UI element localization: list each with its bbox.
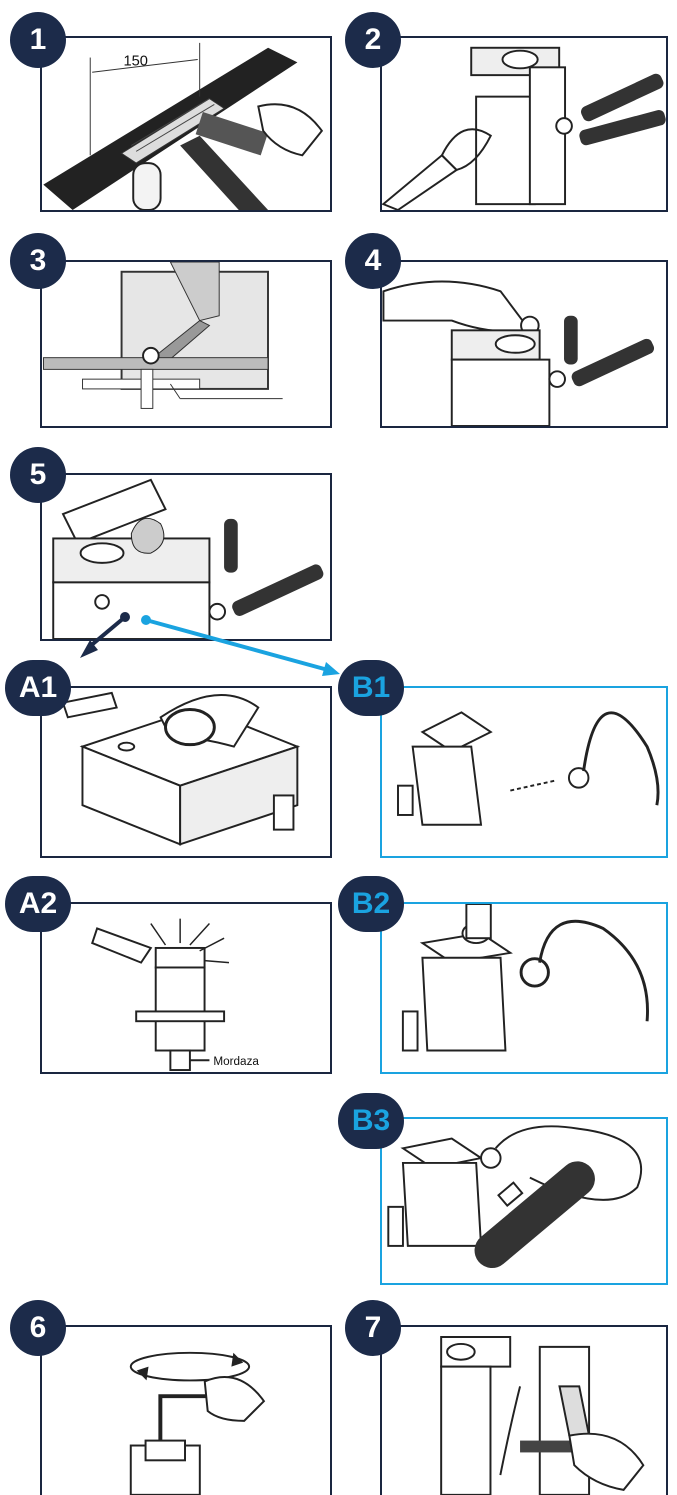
step-1-panel: 150 [40,36,332,212]
mold-brushing-illustration [440,1336,645,1495]
step-b2-badge: B2 [338,876,404,932]
step-b2-panel [380,902,668,1074]
step-a2-panel: Mordaza [40,902,332,1074]
step-4-panel [380,260,668,428]
step-3-badge: 3 [10,233,66,289]
step-4-badge: 4 [345,233,401,289]
step-6-panel [40,1325,332,1495]
step-6-badge: 6 [10,1300,66,1356]
step-b3-panel [380,1117,668,1285]
measure-150-label: 150 [123,53,147,69]
igniter-battery-trigger-illustration [387,1125,643,1269]
step-b1-panel [380,686,668,858]
step-a1-panel [40,686,332,858]
mold-section-illustration [42,262,283,409]
igniter-mounted-illustration [401,904,649,1052]
disc-placement-illustration [382,280,655,426]
step-a1-badge: A1 [5,660,71,716]
mordaza-label: Mordaza [213,1055,259,1068]
ignition-closeup-illustration [61,691,301,846]
step-7-badge: 7 [345,1300,401,1356]
mold-cleaning-illustration [382,46,666,210]
step-3-panel [40,260,332,428]
step-2-badge: 2 [345,12,401,68]
step-a2-badge: A2 [5,876,71,932]
flint-gun-ignition-illustration: Mordaza [91,918,259,1072]
step-7-panel [380,1325,668,1495]
powder-pouring-illustration [52,478,324,639]
step-2-panel [380,36,668,212]
cable-brushing-illustration: 150 [43,42,324,210]
joint-rotation-illustration [129,1351,266,1495]
step-b1-badge: B1 [338,660,404,716]
step-1-badge: 1 [10,12,66,68]
step-5-panel [40,473,332,641]
step-5-badge: 5 [10,447,66,503]
electronic-igniter-setup-illustration [397,711,660,826]
step-b3-badge: B3 [338,1093,404,1149]
